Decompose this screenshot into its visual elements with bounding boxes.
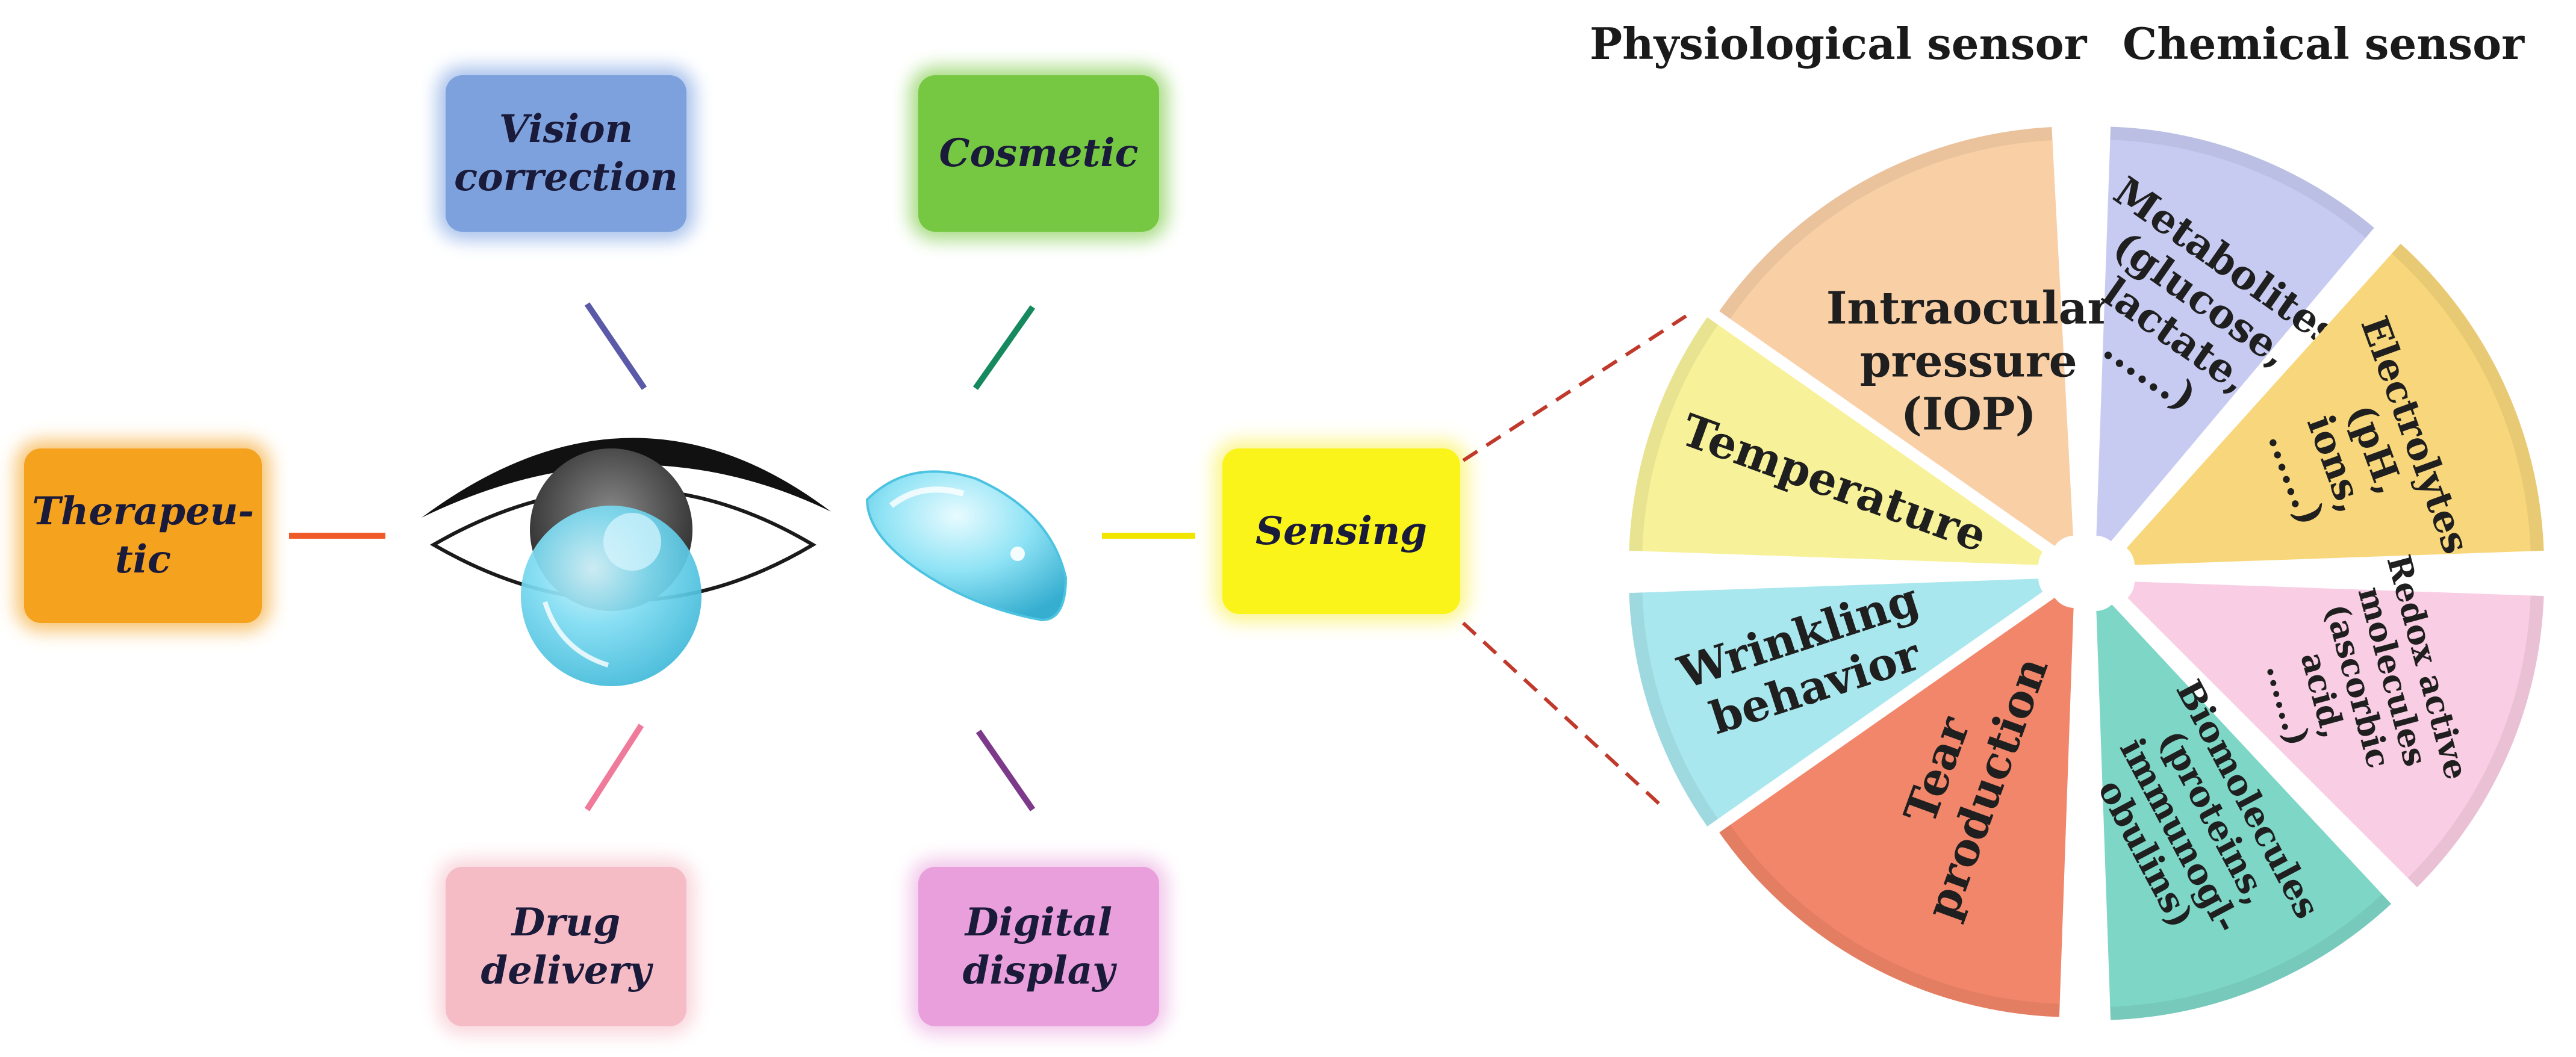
chemical-wedge-rim-2 <box>2392 243 2544 551</box>
chemical-wedge-shape-1 <box>2096 126 2374 542</box>
chemical-sensor-heading: Chemical sensor <box>2123 18 2525 69</box>
physiological-wedge-rim-2 <box>1629 317 1719 551</box>
contact-lens-icon <box>865 470 1068 622</box>
physiological-wedge-shape-4 <box>1719 597 2074 1017</box>
digital-display-box: Digital display <box>918 867 1159 1026</box>
vision-correction-box: Vision correction <box>446 75 686 232</box>
physiological-label-line: pressure <box>1860 335 2077 387</box>
sensing-box: Sensing <box>1222 448 1460 614</box>
therapeutic-box: Therapeu- tic <box>24 448 262 623</box>
chemical-wedge-rim-4 <box>2110 894 2392 1020</box>
physiological-wedge-4: Tearproduction <box>1719 597 2074 1017</box>
drug-delivery-box: Drug delivery <box>446 867 686 1026</box>
chemical-wedge-shape-4 <box>2096 604 2392 1020</box>
chemical-wedge-2: Electrolytes(pH,ions,......) <box>2126 243 2544 565</box>
physiological-wedge-rim-3 <box>1629 592 1719 826</box>
chemical-wedge-shape-3 <box>2127 581 2544 888</box>
chemical-sensor-pie: Metabolites(glucose,lactate,......)Elect… <box>2090 126 2544 1020</box>
physiological-wedge-shape-2 <box>1629 317 2043 565</box>
chemical-wedge-3: Redox activemolecules(ascorbicacid,.....… <box>2127 551 2544 888</box>
chemical-wedge-1: Metabolites(glucose,lactate,......) <box>2094 126 2374 542</box>
chemical-wedge-shape-2 <box>2126 243 2544 565</box>
drug-connector-line <box>584 724 644 811</box>
chemical-wedge-rim-3 <box>2407 595 2544 888</box>
digital-connector-line <box>975 730 1036 811</box>
dashed-connector-top <box>1462 314 1687 462</box>
physiological-wedge-3: Wrinklingbehavior <box>1629 573 2043 826</box>
physiological-label-line: Intraocular <box>1826 282 2112 334</box>
cosmetic-box: Cosmetic <box>918 75 1159 232</box>
eye-icon <box>422 438 831 686</box>
physiological-sensor-heading: Physiological sensor <box>1590 18 2087 69</box>
chemical-wedge-rim-1 <box>2110 126 2374 238</box>
cosmetic-connector-line <box>972 305 1036 390</box>
physiological-wedge-shape-3 <box>1629 578 2043 826</box>
dashed-connector-bottom <box>1461 621 1661 805</box>
physiological-label-line: (IOP) <box>1901 388 2036 440</box>
physiological-wedge-shape-1 <box>1719 126 2073 547</box>
vision-connector-line <box>584 302 647 390</box>
